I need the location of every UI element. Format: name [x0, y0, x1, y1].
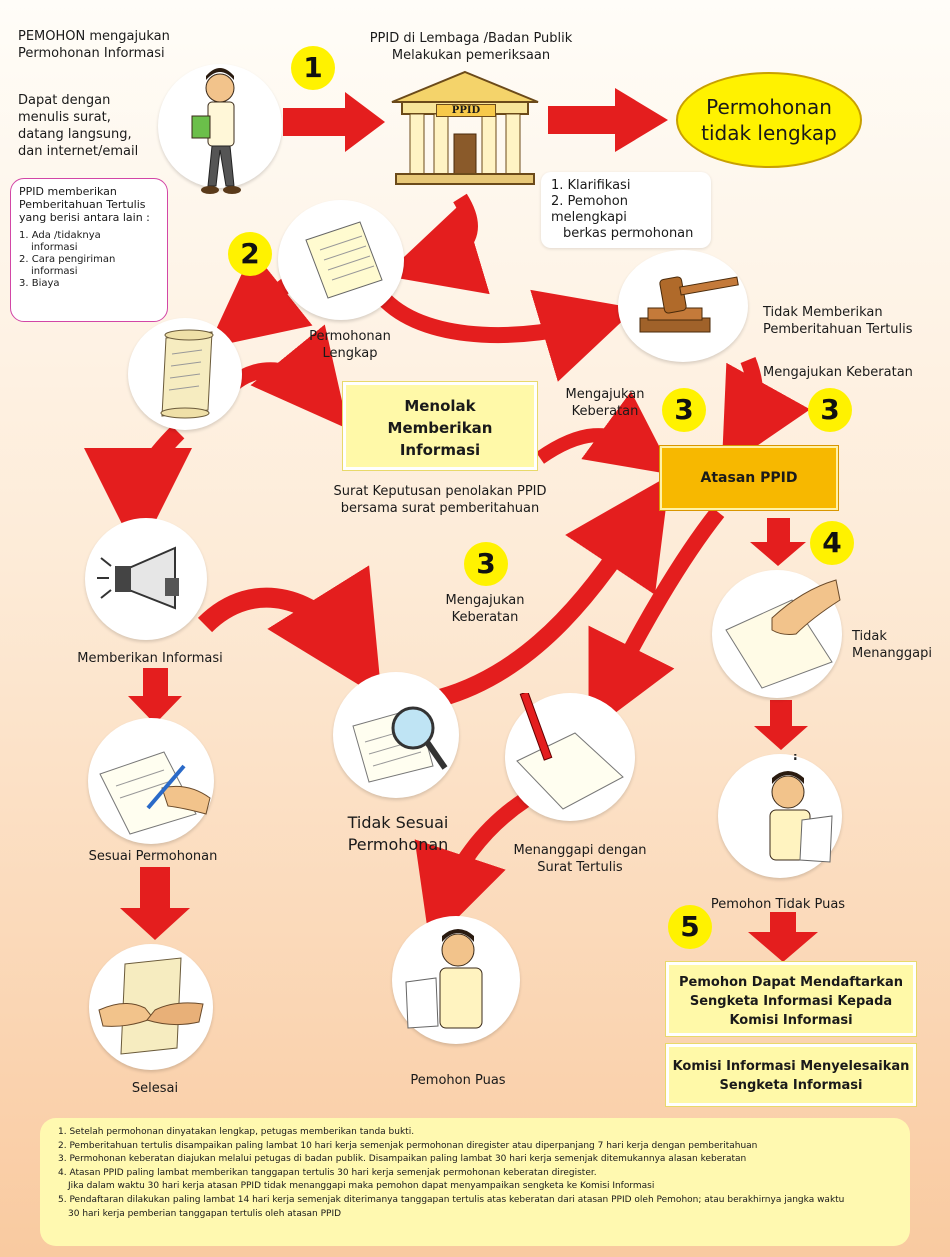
pencil-paper-icon — [516, 693, 624, 810]
arrow-to-four — [750, 518, 806, 566]
step-number-5: 5 — [668, 905, 712, 949]
written-reply-label: Menanggapi dengan Surat Tertulis — [513, 843, 647, 875]
clarification-card: 1. Klarifikasi 2. Pemohon melengkapi ber… — [541, 172, 711, 248]
objection-label-middle: Mengajukan Keberatan — [445, 593, 525, 625]
give-info-label: Memberikan Informasi — [77, 651, 223, 666]
refuse-objection-label: Mengajukan Keberatan — [565, 387, 645, 419]
arrow-complete-to-scroll — [207, 250, 313, 348]
arrow-superior-to-written — [588, 507, 725, 733]
walking-person-icon — [191, 68, 241, 194]
footnote: 30 hari kerja pemberian tanggapan tertul… — [68, 1208, 342, 1219]
step-number-1: 1 — [291, 46, 335, 90]
gavel-icon — [639, 276, 739, 333]
megaphone-circle — [85, 518, 207, 640]
dispute-register-box: Pemohon Dapat Mendaftarkan Sengketa Info… — [666, 962, 916, 1036]
svg-text:?: ? — [790, 754, 802, 766]
arrow-scroll-to-megaphone — [84, 425, 193, 556]
matches-label: Sesuai Permohonan — [88, 849, 218, 864]
gavel-circle — [618, 250, 748, 362]
scroll-circle — [128, 318, 242, 430]
building-sign: PPID — [436, 104, 496, 117]
mismatch-label: Tidak Sesuai Permohonan — [347, 813, 449, 854]
applicant-illustration — [158, 64, 282, 194]
no-notice-label: Tidak Memberikan Pemberitahuan Tertulis — [763, 305, 913, 337]
magnifier-icon — [352, 706, 448, 783]
ppid-building: PPID — [388, 68, 542, 190]
confused-man-icon: ? — [769, 754, 833, 863]
done-circle — [89, 944, 213, 1070]
matches-circle — [88, 718, 214, 844]
refuse-note: Surat Keputusan penolakan PPID bersama s… — [333, 484, 547, 516]
step-number-2: 2 — [228, 232, 272, 276]
written-reply-circle — [505, 693, 635, 821]
step-number-3-a: 3 — [662, 388, 706, 432]
arrow-ppid-to-complete — [384, 193, 490, 295]
arrow-to-incomplete — [548, 88, 668, 152]
handshake-icon — [98, 957, 204, 1055]
no-response-circle — [712, 570, 842, 698]
arrow-to-ppid — [283, 92, 385, 152]
footnote: 3. Permohonan keberatan diajukan melalui… — [58, 1154, 747, 1165]
footnote: 4. Atasan PPID paling lambat memberikan … — [58, 1167, 597, 1178]
ppid-check-label: PPID di Lembaga /Badan Publik Melakukan … — [369, 31, 573, 63]
footnote: 5. Pendaftaran dilakukan paling lambat 1… — [58, 1194, 845, 1205]
step-number-3-b: 3 — [808, 388, 852, 432]
unsatisfied-circle: ? — [718, 754, 842, 878]
happy-man-icon — [405, 929, 483, 1029]
arrow-refuse-to-superior — [535, 391, 674, 475]
satisfied-label: Pemohon Puas — [410, 1073, 506, 1088]
building-icon — [391, 70, 539, 185]
superior-box: Atasan PPID — [660, 446, 838, 510]
applicant-methods: Dapat dengan menulis surat, datang langs… — [18, 93, 139, 159]
document-icon — [305, 221, 383, 299]
step-number-3-c: 3 — [464, 542, 508, 586]
writing-hand-icon — [99, 751, 211, 835]
arrow-megaphone-to-mismatch — [197, 565, 382, 699]
dispute-resolve-box: Komisi Informasi Menyelesaikan Sengketa … — [666, 1044, 916, 1106]
arrow-gavel-to-superior — [721, 357, 811, 470]
arrow-down-1 — [128, 668, 182, 724]
objection-label-right: Mengajukan Keberatan — [763, 365, 913, 380]
arrow-down-2 — [120, 867, 190, 940]
arrow-to-dispute — [748, 912, 818, 962]
hand-on-paper-icon — [725, 579, 841, 689]
mismatch-circle — [333, 672, 459, 798]
footnote: 2. Pemberitahuan tertulis disampaikan pa… — [58, 1140, 758, 1151]
footnotes-panel: 1. Setelah permohonan dinyatakan lengkap… — [40, 1118, 910, 1246]
arrow-mismatch-to-superior — [437, 475, 670, 707]
footnote: 1. Setelah permohonan dinyatakan lengkap… — [58, 1127, 415, 1137]
footnote: Jika dalam waktu 30 hari kerja atasan PP… — [68, 1181, 655, 1192]
satisfied-circle — [392, 916, 520, 1044]
refuse-box: Menolak Memberikan Informasi — [343, 382, 537, 470]
arrow-to-unsatisfied — [754, 700, 808, 750]
scroll-icon — [160, 329, 214, 419]
incomplete-ellipse: Permohonan tidak lengkap — [676, 72, 862, 168]
step-number-4: 4 — [810, 521, 854, 565]
arrow-complete-to-gavel — [379, 289, 636, 382]
arrow-scroll-to-refuse — [226, 324, 349, 430]
megaphone-icon — [97, 546, 179, 610]
complete-label: Permohonan Lengkap — [309, 329, 391, 361]
done-label: Selesai — [131, 1081, 179, 1096]
arrow-written-to-satisfied — [414, 793, 530, 946]
notice-bubble: PPID memberikan Pemberitahuan Tertulis y… — [10, 178, 168, 322]
no-response-label: Tidak Menanggapi — [852, 629, 932, 661]
unsatisfied-label: Pemohon Tidak Puas — [710, 897, 846, 912]
applicant-title: PEMOHON mengajukan Permohonan Informasi — [18, 29, 170, 61]
complete-document-circle — [278, 200, 404, 320]
